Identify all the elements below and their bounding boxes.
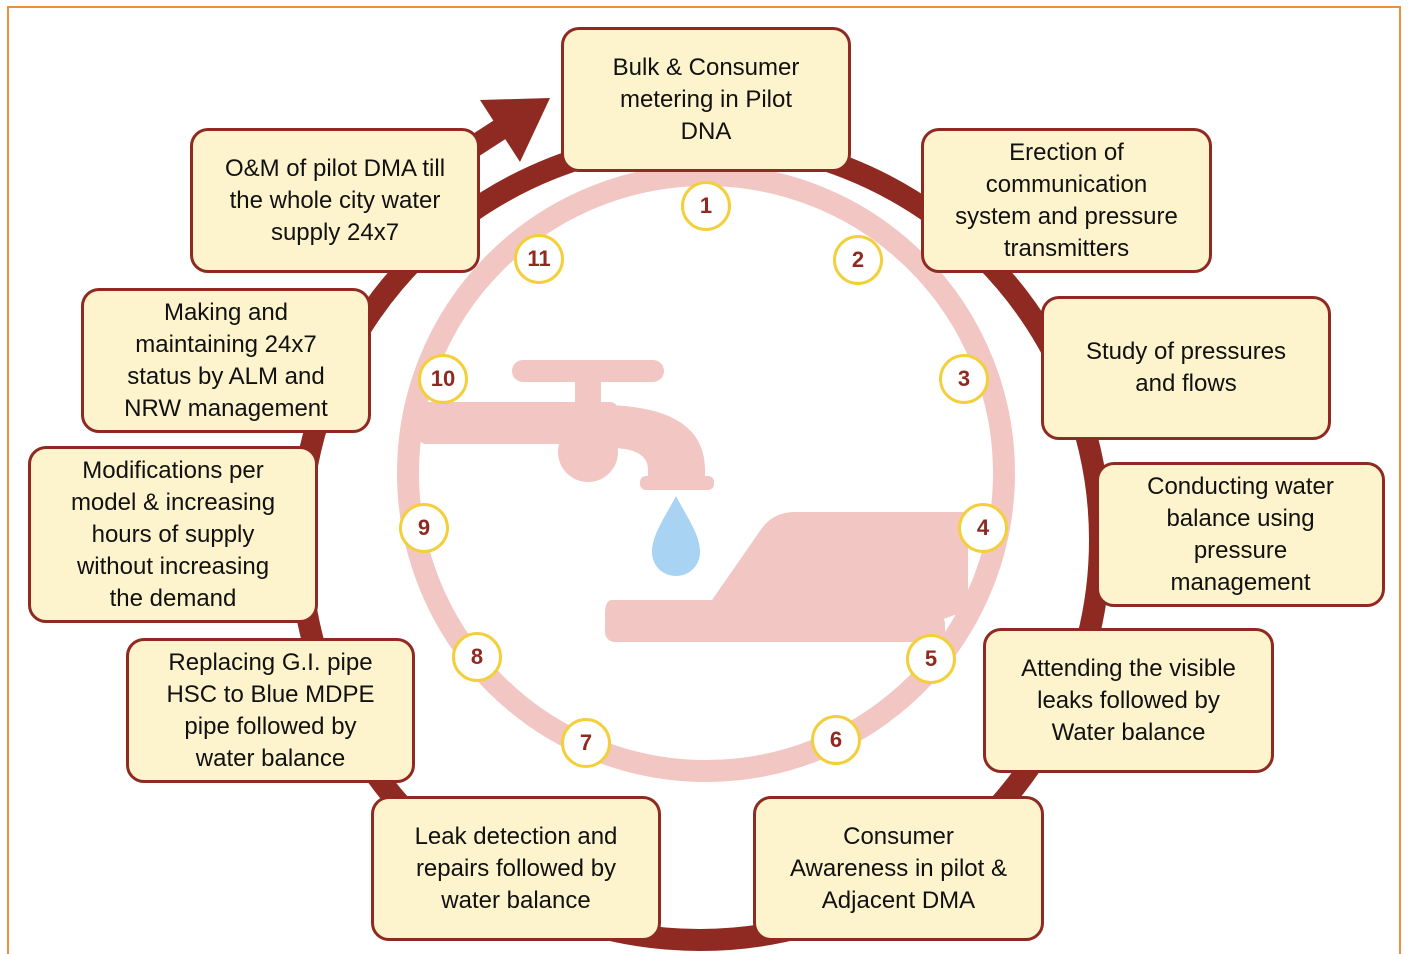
step-number-badge-7: 7 [561,718,611,768]
tap-icon [418,360,714,490]
step-text: O&M of pilot DMA till the whole city wat… [224,154,446,246]
step-number-badge-9: 9 [399,503,449,553]
step-text: Replacing G.I. pipe HSC to Blue MDPE pip… [166,648,375,772]
step-number-badge-11: 11 [514,234,564,284]
step-box-6: Consumer Awareness in pilot & Adjacent D… [753,796,1044,941]
hand-icon [605,512,968,642]
outer-frame [7,6,1401,954]
step-box-1: Bulk & Consumer metering in Pilot DNA [561,27,851,172]
step-number-badge-3: 3 [939,354,989,404]
step-text: Modifications per model & increasing hou… [70,456,276,612]
step-number-badge-10: 10 [418,354,468,404]
step-number-badge-6: 6 [811,715,861,765]
step-text: Making and maintaining 24x7 status by AL… [124,298,328,422]
step-text: Consumer Awareness in pilot & Adjacent D… [789,822,1007,914]
step-number-badge-1: 1 [681,181,731,231]
step-box-2: Erection of communication system and pre… [921,128,1212,273]
step-number-badge-2: 2 [833,235,883,285]
step-number-badge-4: 4 [958,503,1008,553]
step-box-11: O&M of pilot DMA till the whole city wat… [190,128,480,273]
step-text: Conducting water balance using pressure … [1147,472,1334,596]
step-box-7: Leak detection and repairs followed by w… [371,796,661,941]
step-number-badge-5: 5 [906,634,956,684]
step-text: Attending the visible leaks followed by … [1021,654,1236,746]
step-box-3: Study of pressures and flows [1041,296,1331,440]
step-box-5: Attending the visible leaks followed by … [983,628,1274,773]
step-number-badge-8: 8 [452,632,502,682]
step-box-8: Replacing G.I. pipe HSC to Blue MDPE pip… [126,638,415,783]
step-text: Erection of communication system and pre… [955,138,1178,262]
step-text: Study of pressures and flows [1085,338,1287,397]
step-text: Leak detection and repairs followed by w… [414,822,618,914]
step-box-9: Modifications per model & increasing hou… [28,446,318,623]
inner-ring [397,164,1015,782]
step-text: Bulk & Consumer metering in Pilot DNA [612,53,800,145]
water-drop-icon [652,496,700,576]
step-box-10: Making and maintaining 24x7 status by AL… [81,288,371,433]
step-box-4: Conducting water balance using pressure … [1096,462,1385,607]
